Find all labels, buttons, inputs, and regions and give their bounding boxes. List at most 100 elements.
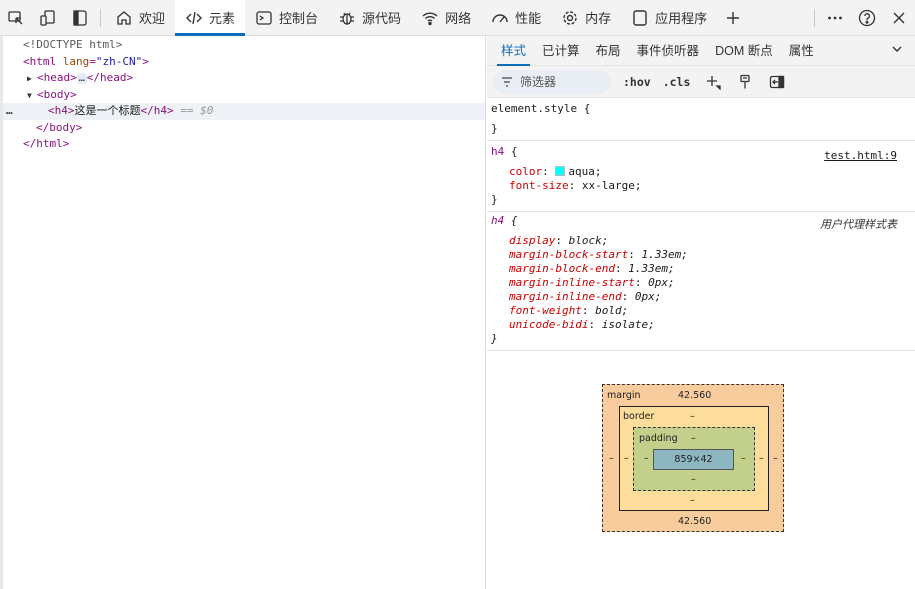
body-tag-name-close: body	[49, 120, 76, 134]
css-property: font-weight: bold;	[509, 304, 629, 317]
tab-console[interactable]: 控制台	[245, 0, 328, 36]
expand-triangle-icon[interactable]: ▶	[27, 74, 32, 83]
tab-label: 性能	[515, 11, 542, 26]
tab-performance[interactable]: 性能	[481, 0, 551, 36]
h4-author-rule[interactable]: h4 { test.html:9 color: aqua; font-size:…	[487, 141, 915, 212]
tab-properties[interactable]: 属性	[788, 43, 814, 58]
border-top-value[interactable]: –	[690, 411, 695, 422]
rule-header: h4 {	[491, 214, 518, 227]
tab-welcome[interactable]: 欢迎	[105, 0, 175, 36]
css-property: unicode-bidi: isolate;	[509, 318, 655, 331]
dom-h4-node[interactable]: … <h4>这是一个标题</h4> == $0	[3, 103, 485, 120]
css-property[interactable]: font-size: xx-large;	[509, 179, 642, 192]
gauge-icon	[492, 13, 508, 22]
margin-bottom-value[interactable]: 42.560	[678, 516, 712, 527]
tag-open: <body>	[37, 87, 77, 101]
tab-application[interactable]: 应用程序	[621, 0, 717, 36]
element-style-rule[interactable]: element.style { }	[487, 98, 915, 141]
border-bottom-value[interactable]: –	[690, 495, 695, 506]
tab-layout[interactable]: 布局	[595, 43, 621, 58]
h4-tag-name-close: h4	[153, 104, 167, 117]
padding-bottom-value[interactable]: –	[691, 474, 696, 485]
margin-left-value[interactable]: –	[609, 453, 614, 464]
inspect-element-icon[interactable]	[0, 0, 32, 36]
tag-close: </h4>	[140, 104, 174, 117]
collapsed-ellipsis[interactable]: …	[76, 73, 87, 84]
tab-label: 元素	[209, 11, 236, 26]
property-value: 1.33em;	[641, 248, 688, 261]
hov-button[interactable]: :hov	[623, 74, 651, 89]
box-model-padding[interactable]: padding – – – – 859×42	[633, 427, 755, 491]
dom-html-node[interactable]: <html lang="zh-CN">	[3, 54, 485, 71]
close-brace: }	[491, 193, 498, 206]
h4-user-agent-rule[interactable]: h4 { 用户代理样式表 display: block; margin-bloc…	[487, 212, 915, 351]
property-name: unicode-bidi	[509, 318, 589, 331]
margin-right-value[interactable]: –	[773, 453, 778, 464]
row-menu-icon[interactable]: …	[6, 104, 13, 117]
tag-close: </body>	[36, 120, 83, 134]
help-icon[interactable]	[851, 0, 883, 36]
border-right-value[interactable]: –	[759, 453, 764, 464]
device-emulation-icon[interactable]	[32, 0, 64, 36]
h4-text: 这是一个标题	[74, 104, 141, 117]
filter-input[interactable]: 筛选器	[493, 69, 611, 94]
tab-styles[interactable]: 样式	[493, 36, 534, 66]
border-left-value[interactable]: –	[624, 453, 629, 464]
property-name: margin-inline-end	[509, 290, 622, 303]
dom-body-node[interactable]: ▼ <body>	[3, 87, 485, 104]
toggle-sidebar-icon[interactable]	[768, 73, 786, 91]
paint-brush-icon[interactable]	[736, 73, 754, 91]
sidebar-tabs: 样式 已计算 布局 事件侦听器 DOM 断点 属性	[487, 36, 915, 66]
more-options-icon[interactable]	[819, 0, 851, 36]
property-value: 1.33em;	[628, 262, 675, 275]
property-value: bold;	[595, 304, 629, 317]
css-property[interactable]: color: aqua;	[509, 165, 602, 178]
tag-close: </html>	[23, 137, 70, 150]
chevron-down-icon[interactable]	[891, 43, 903, 58]
tab-event-listeners[interactable]: 事件侦听器	[636, 43, 700, 58]
css-property: margin-inline-start: 0px;	[509, 276, 675, 289]
css-property: margin-block-end: 1.33em;	[509, 262, 675, 275]
dom-tree: <!DOCTYPE html> <html lang="zh-CN"> ▶<he…	[0, 36, 486, 589]
close-icon[interactable]	[883, 0, 915, 36]
property-name: font-size	[509, 179, 569, 192]
attr-value: "zh-CN"	[95, 54, 143, 68]
tag-close: </head>	[86, 71, 134, 84]
margin-top-value[interactable]: 42.560	[678, 390, 712, 401]
padding-top-value[interactable]: –	[691, 433, 696, 444]
tab-sources[interactable]: 源代码	[328, 0, 411, 36]
tab-label: 源代码	[362, 11, 402, 26]
dom-body-close[interactable]: </body>	[3, 120, 485, 137]
style-rules: element.style { } h4 { test.html:9 color…	[487, 98, 915, 351]
dock-side-icon[interactable]	[64, 0, 96, 36]
box-model-margin[interactable]: margin 42.560 42.560 – – border – – – – …	[602, 384, 784, 532]
rule-header: h4 {	[491, 145, 518, 158]
tab-network[interactable]: 网络	[411, 0, 481, 36]
close-brace: }	[491, 122, 498, 135]
body-tag-name: body	[43, 87, 71, 101]
tab-computed[interactable]: 已计算	[542, 43, 580, 58]
collapse-triangle-icon[interactable]: ▼	[27, 90, 32, 100]
box-model-border[interactable]: border – – – – padding – – – – 859×42	[619, 406, 769, 511]
tab-label: 网络	[445, 11, 472, 26]
property-value: 0px;	[648, 276, 675, 289]
html-tag-name-close: html	[36, 137, 63, 150]
gear-icon	[563, 10, 577, 25]
color-swatch[interactable]	[555, 166, 566, 176]
add-tab-icon[interactable]	[717, 0, 749, 36]
tab-memory[interactable]: 内存	[551, 0, 621, 36]
new-rule-icon[interactable]	[704, 73, 722, 91]
tab-elements[interactable]: 元素	[175, 0, 246, 36]
dom-doctype[interactable]: <!DOCTYPE html>	[3, 37, 485, 54]
tab-dom-breakpoints[interactable]: DOM 断点	[715, 43, 773, 58]
filter-icon	[502, 76, 512, 87]
dom-head-node[interactable]: ▶<head>…</head>	[3, 70, 485, 87]
cls-button[interactable]: .cls	[662, 74, 691, 89]
padding-left-value[interactable]: –	[644, 453, 649, 464]
padding-right-value[interactable]: –	[741, 453, 746, 464]
property-value: 0px;	[634, 290, 662, 303]
box-model-content[interactable]: 859×42	[653, 449, 734, 470]
property-value: isolate;	[601, 318, 655, 331]
rule-source-link[interactable]: test.html:9	[824, 149, 897, 162]
dom-html-close[interactable]: </html>	[3, 136, 485, 153]
